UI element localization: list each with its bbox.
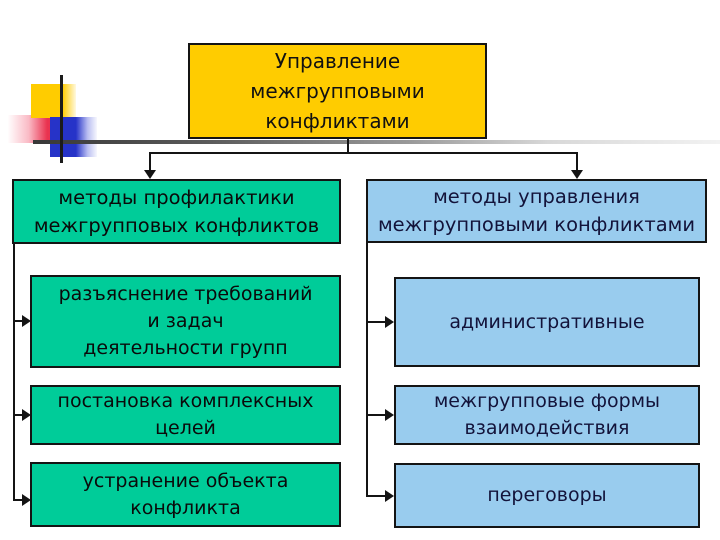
arrow-right-right-2-icon [385, 409, 394, 421]
connector-left-branch-3 [13, 499, 23, 501]
arrow-right-left-3-icon [22, 494, 31, 506]
arrow-right-left-1-icon [22, 315, 31, 327]
management-item-1-box: административные [394, 277, 700, 367]
decor-blue-square [50, 117, 97, 157]
decor-yellow-square [31, 84, 76, 118]
decor-red-square [8, 115, 54, 143]
connector-right-branch-3 [366, 495, 386, 497]
connector-right-rail [366, 242, 368, 497]
connector-right-branch-1 [366, 321, 386, 323]
connector-right-drop [576, 152, 578, 171]
connector-branch-horizontal [149, 152, 578, 154]
template-horizontal-rule [33, 140, 720, 144]
connector-title-stub [347, 139, 349, 153]
management-item-3-box: переговоры [394, 463, 700, 528]
decor-vertical-line [60, 75, 63, 163]
connector-left-branch-2 [13, 414, 23, 416]
arrow-down-right-icon [571, 170, 583, 179]
connector-left-rail [13, 243, 15, 501]
connector-left-branch-1 [13, 320, 23, 322]
arrow-right-left-2-icon [22, 409, 31, 421]
connector-left-drop [149, 152, 151, 171]
connector-right-branch-2 [366, 414, 386, 416]
arrow-right-right-1-icon [385, 316, 394, 328]
arrow-right-right-3-icon [385, 490, 394, 502]
arrow-down-left-icon [144, 170, 156, 179]
